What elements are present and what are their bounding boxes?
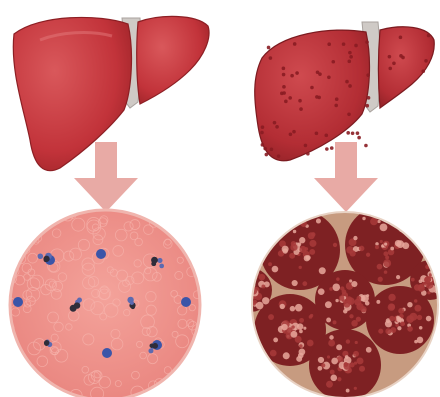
- healthy-liver-left-lobe: [137, 16, 209, 104]
- cell-cluster: [74, 302, 80, 308]
- cell-cluster: [151, 257, 158, 264]
- cell-cluster: [157, 258, 162, 263]
- cirrhotic-tissue-magnified: [228, 205, 440, 397]
- cell-cluster: [38, 253, 44, 259]
- cell-cluster: [131, 305, 135, 309]
- cell-cluster: [43, 256, 49, 262]
- healthy-tissue-magnified: [5, 204, 205, 397]
- cell-nucleus: [102, 348, 112, 358]
- cell-nucleus: [13, 297, 23, 307]
- cirrhotic-arrow: [314, 142, 378, 212]
- regenerative-nodule: [228, 268, 272, 312]
- cirrhotic-liver-left-lobe: [379, 27, 435, 108]
- cirrhotic-liver-right-lobe: [255, 30, 370, 161]
- cirrhotic-liver: [255, 22, 435, 161]
- cell-nucleus: [181, 297, 191, 307]
- cell-cluster: [159, 264, 164, 269]
- cell-cluster: [130, 301, 134, 305]
- cell-cluster: [44, 340, 49, 345]
- cell-cluster: [152, 343, 158, 349]
- cell-nucleus: [96, 249, 106, 259]
- cell-cluster: [148, 348, 153, 353]
- healthy-arrow: [74, 142, 138, 212]
